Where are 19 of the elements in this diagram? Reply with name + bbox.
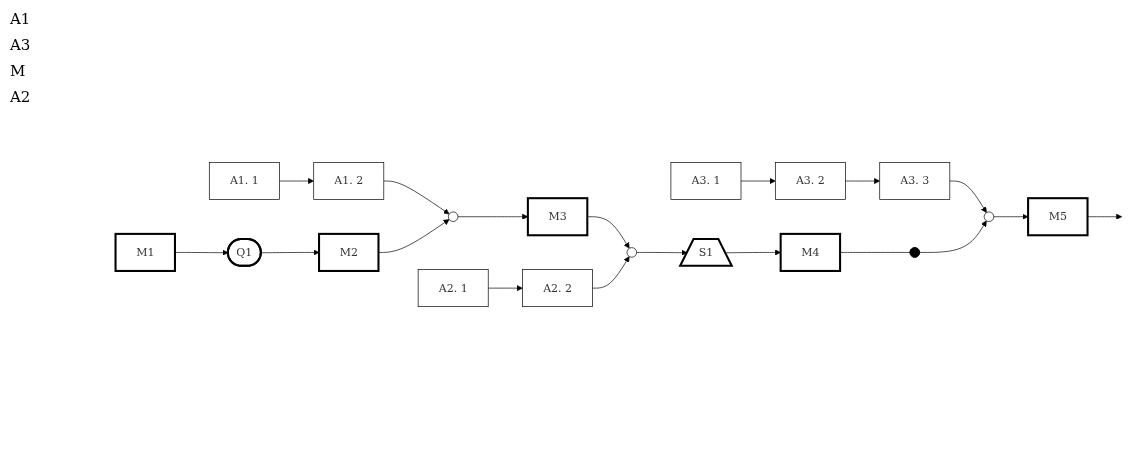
node-circle [448,212,459,223]
node-box: A1. 2 [313,162,385,201]
node-box: A2. 1 [417,269,489,308]
node-box: M4 [779,233,842,273]
node-box: A3. 3 [879,162,951,201]
node-box: A1. 1 [208,162,280,201]
node-box: A2. 2 [522,269,593,308]
node-box: M3 [526,197,589,237]
node-circle [983,212,995,223]
node-box: M1 [114,233,176,273]
row-label: M [10,62,27,80]
node-box: M2 [318,233,380,273]
row-label: A2 [10,88,32,106]
node-circle [626,247,637,258]
node-box: A3. 2 [774,162,846,201]
row-label: A3 [10,36,32,54]
row-label: A1 [10,10,32,28]
node-box: M5 [1027,197,1089,237]
node-box: A3. 1 [670,162,742,201]
